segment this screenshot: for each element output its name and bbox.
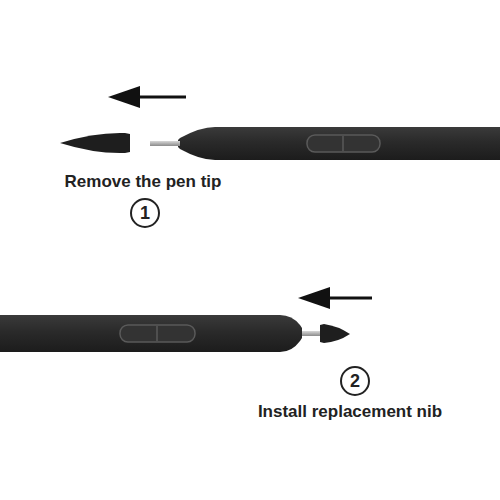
step-number-circle: 2 bbox=[340, 366, 370, 396]
step-number-circle: 1 bbox=[130, 198, 160, 228]
callout-number: 1 bbox=[140, 204, 150, 222]
callout-number: 2 bbox=[350, 372, 360, 390]
direction-arrow bbox=[298, 287, 372, 309]
step-caption: Install replacement nib bbox=[258, 402, 442, 422]
step-caption: Remove the pen tip bbox=[65, 172, 222, 192]
stylus-pen bbox=[60, 127, 500, 160]
direction-arrow bbox=[108, 86, 186, 108]
stylus-pen bbox=[0, 315, 350, 352]
